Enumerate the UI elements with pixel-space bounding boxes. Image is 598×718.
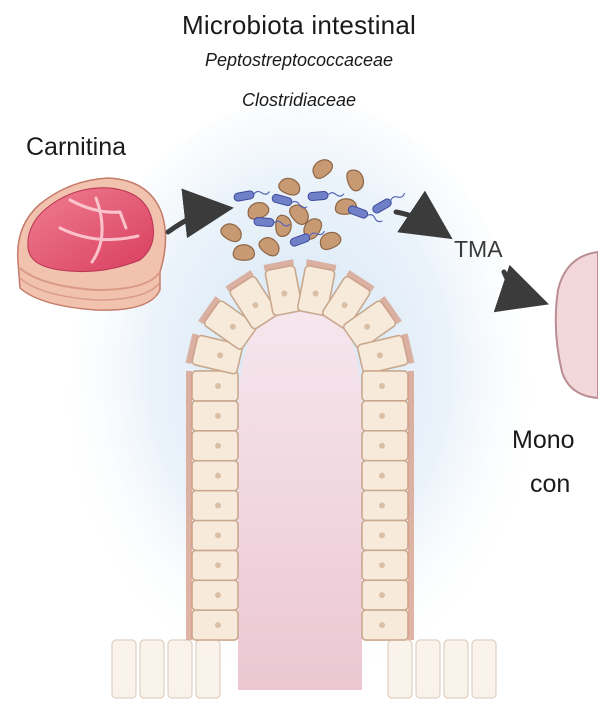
base-cell	[472, 640, 496, 698]
epithelial-cell	[186, 580, 238, 610]
epithelial-cell	[186, 610, 238, 640]
cutoff-label-line-2: con	[530, 470, 570, 499]
epithelial-cell	[362, 520, 414, 550]
cutoff-label-line-1: Mono	[512, 426, 575, 455]
epithelial-cell	[362, 401, 414, 431]
bacteria-family-2: Clostridiaceae	[0, 90, 598, 111]
epithelial-cell	[186, 520, 238, 550]
base-cell	[140, 640, 164, 698]
input-label: Carnitina	[26, 133, 126, 162]
epithelial-cell	[362, 371, 414, 401]
epithelial-cell	[186, 431, 238, 461]
epithelial-cell	[186, 491, 238, 521]
diagram-title: Microbiota intestinal	[0, 10, 598, 41]
epithelial-cell	[362, 491, 414, 521]
villus-core	[238, 300, 362, 690]
base-cell	[388, 640, 412, 698]
epithelial-cell	[186, 401, 238, 431]
base-cell	[112, 640, 136, 698]
epithelial-cell	[362, 580, 414, 610]
organ-icon	[556, 252, 598, 398]
epithelial-cell	[186, 371, 238, 401]
product-label: TMA	[454, 236, 503, 263]
base-cell	[196, 640, 220, 698]
bacteria-family-1: Peptostreptococcaceae	[0, 50, 598, 71]
epithelial-cell	[186, 461, 238, 491]
epithelial-cell	[362, 461, 414, 491]
epithelial-cell	[362, 431, 414, 461]
epithelial-cell	[362, 610, 414, 640]
meat-icon	[18, 178, 166, 310]
base-cell	[444, 640, 468, 698]
epithelial-cell	[186, 550, 238, 580]
base-cell	[168, 640, 192, 698]
epithelial-cell	[362, 550, 414, 580]
base-cell	[416, 640, 440, 698]
